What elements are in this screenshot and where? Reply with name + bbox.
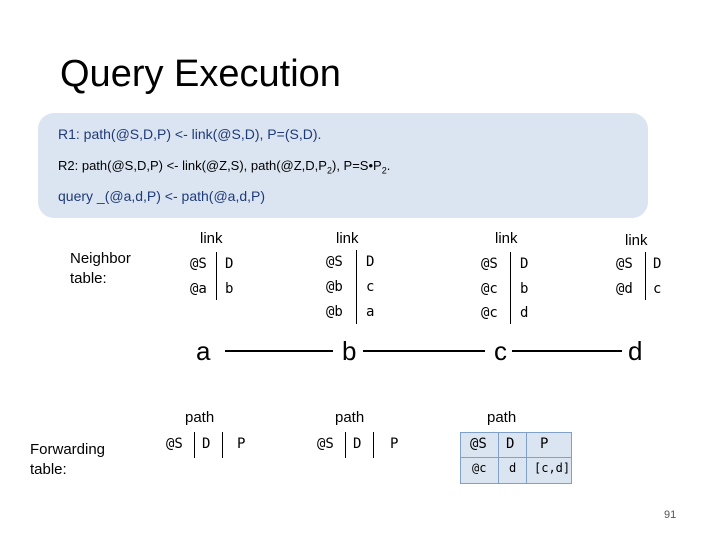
- link-table-cell: @a: [190, 281, 207, 297]
- edge-b-c: [363, 350, 485, 352]
- column-divider: [345, 432, 346, 458]
- rule-r2-bullet: •: [368, 158, 374, 173]
- forwarding-label-line1: Forwarding: [30, 441, 106, 458]
- link-table-header-s: @S: [616, 256, 633, 272]
- path-table-title: path: [335, 409, 365, 426]
- rule-r2: R2: path(@S,D,P) <- link(@Z,S), path(@Z,…: [58, 158, 390, 176]
- link-table-cell: c: [366, 279, 375, 295]
- path-table-header-s: @S: [470, 436, 487, 452]
- node-b: b: [342, 336, 357, 366]
- link-table-cell: @b: [326, 304, 343, 320]
- column-divider: [194, 432, 195, 458]
- link-table-cell: a: [366, 304, 375, 320]
- link-table-header-s: @S: [190, 256, 207, 272]
- column-divider: [645, 252, 646, 300]
- rule-r2-part-c: P: [373, 158, 382, 173]
- link-table-cell: c: [653, 281, 662, 297]
- neighbor-label-line1: Neighbor: [70, 250, 131, 267]
- rule-r2-part-d: .: [386, 158, 391, 173]
- link-table-title: link: [495, 230, 518, 247]
- rule-r2-sub1: 2: [326, 165, 332, 176]
- path-table-header-d: D: [506, 436, 515, 452]
- rule-r1: R1: path(@S,D,P) <- link(@S,D), P=(S,D).: [58, 126, 322, 142]
- column-divider: [510, 252, 511, 324]
- node-a: a: [196, 336, 211, 366]
- node-d: d: [628, 336, 643, 366]
- column-divider: [356, 250, 357, 324]
- rule-r2-part-a: R2: path(@S,D,P) <- link(@Z,S), path(@Z,…: [58, 158, 327, 173]
- path-table-title: path: [185, 409, 215, 426]
- link-table-cell: @c: [481, 281, 498, 297]
- neighbor-table-label: Neighbor table:: [70, 249, 131, 289]
- link-table-title: link: [336, 230, 359, 247]
- link-table-title: link: [200, 230, 223, 247]
- column-divider: [526, 432, 527, 484]
- path-table-header-s: @S: [166, 436, 183, 452]
- link-table-cell: @c: [481, 305, 498, 321]
- column-divider: [498, 432, 499, 484]
- edge-c-d: [512, 350, 622, 352]
- page-number: 91: [664, 509, 677, 521]
- link-table-header-d: D: [366, 254, 375, 270]
- link-table-header-s: @S: [481, 256, 498, 272]
- link-table-cell: @b: [326, 279, 343, 295]
- path-table-header-d: D: [353, 436, 362, 452]
- link-table-header-d: D: [653, 256, 662, 272]
- link-table-cell: d: [520, 305, 529, 321]
- rules-box: [38, 113, 648, 218]
- link-table-header-d: D: [225, 256, 234, 272]
- link-table-header-s: @S: [326, 254, 343, 270]
- path-table-c: [460, 432, 572, 484]
- column-divider: [216, 252, 217, 300]
- query-text: query _(@a,d,P) <- path(@a,d,P): [58, 188, 266, 204]
- rule-r2-sub2: 2: [381, 165, 387, 176]
- row-divider: [460, 457, 572, 458]
- path-table-header-p: P: [390, 436, 399, 452]
- path-table-cell: [c,d]: [534, 461, 571, 475]
- node-c: c: [494, 336, 507, 366]
- link-table-title: link: [625, 232, 648, 249]
- path-table-cell: @c: [472, 461, 487, 475]
- slide-title: Query Execution: [60, 53, 341, 95]
- path-table-header-p: P: [540, 436, 549, 452]
- forwarding-table-label: Forwarding table:: [30, 440, 105, 480]
- path-table-cell: d: [509, 461, 517, 475]
- rule-r2-part-b: ), P=S: [331, 158, 369, 173]
- link-table-header-d: D: [520, 256, 529, 272]
- link-table-cell: b: [520, 281, 529, 297]
- edge-a-b: [225, 350, 333, 352]
- column-divider: [373, 432, 374, 458]
- column-divider: [222, 432, 223, 458]
- path-table-header-p: P: [237, 436, 246, 452]
- path-table-title: path: [487, 409, 517, 426]
- path-table-header-s: @S: [317, 436, 334, 452]
- path-table-header-d: D: [202, 436, 211, 452]
- forwarding-label-line2: table:: [30, 461, 67, 478]
- link-table-cell: @d: [616, 281, 633, 297]
- neighbor-label-line2: table:: [70, 270, 107, 287]
- link-table-cell: b: [225, 281, 234, 297]
